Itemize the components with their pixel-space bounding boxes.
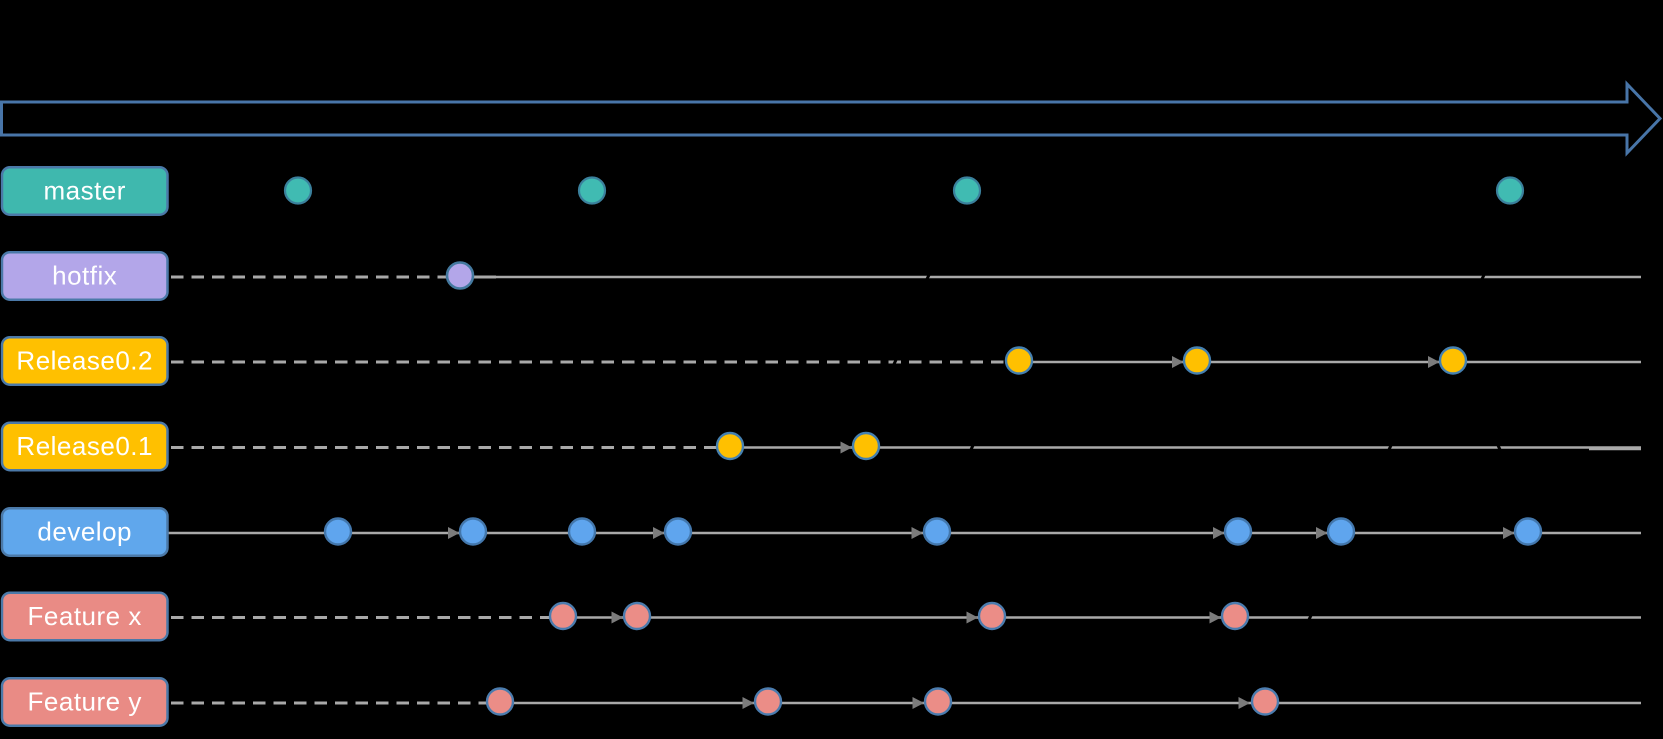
svg-text:master: master <box>43 176 125 206</box>
svg-text:Release0.2: Release0.2 <box>16 346 153 376</box>
svg-text:hotfix: hotfix <box>52 261 117 291</box>
svg-text:Release0.1: Release0.1 <box>16 431 153 461</box>
svg-text:Feature y: Feature y <box>28 687 142 717</box>
svg-text:develop: develop <box>37 517 132 547</box>
svg-text:Feature x: Feature x <box>28 601 142 631</box>
